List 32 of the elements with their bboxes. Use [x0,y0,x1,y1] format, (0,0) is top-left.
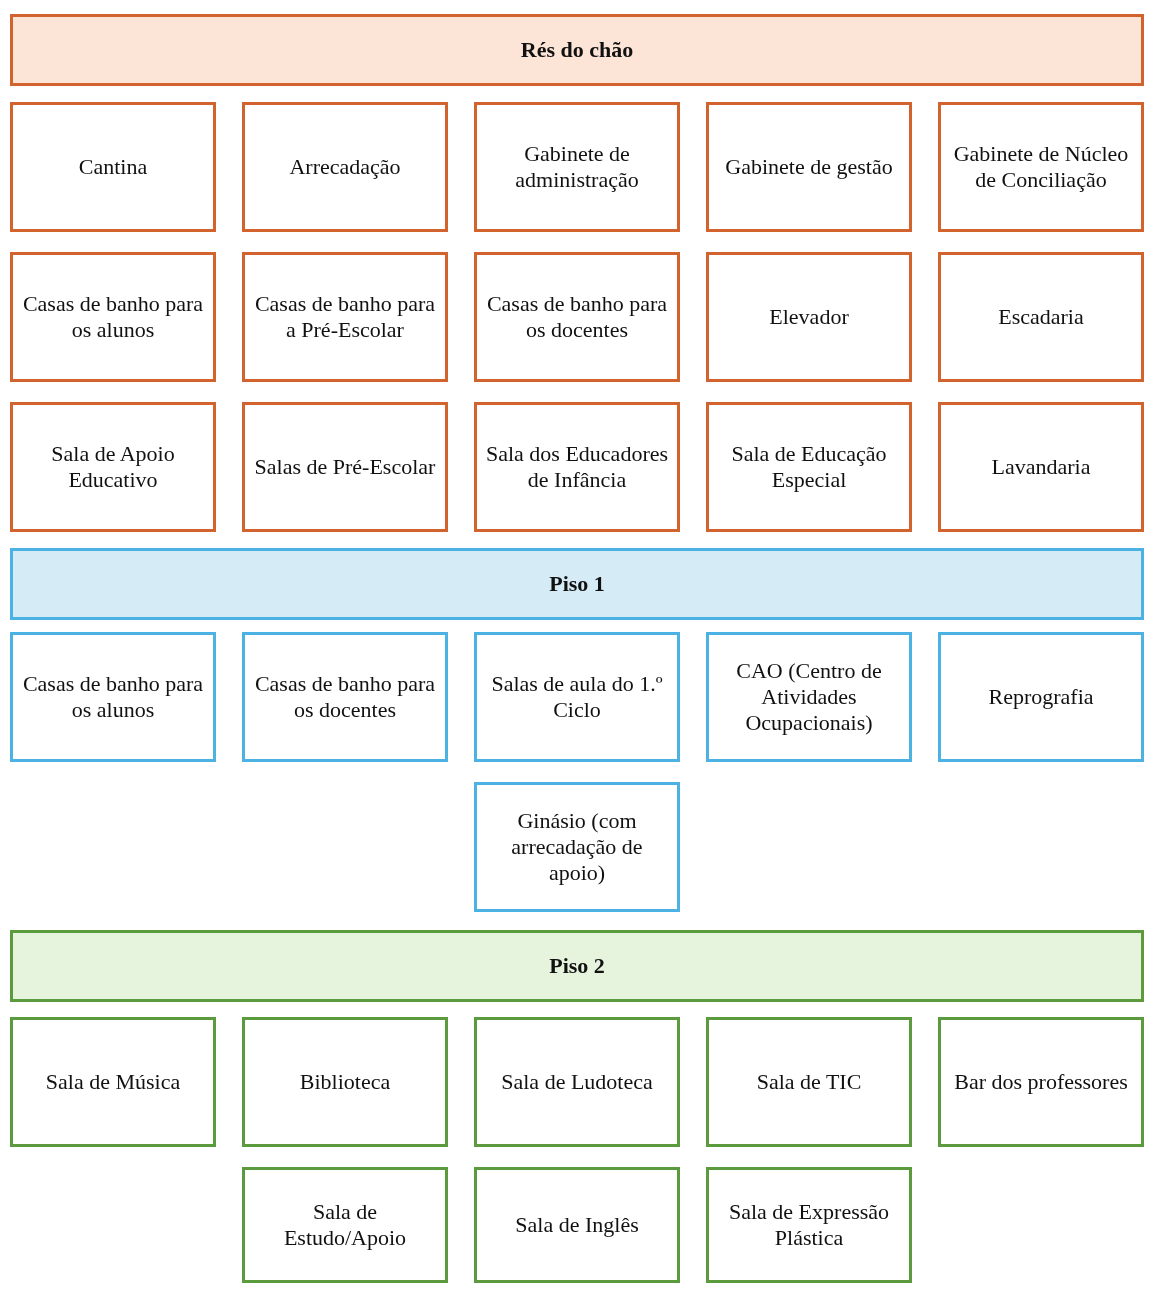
room-box: Sala de Ludoteca [474,1017,680,1147]
room-box: Lavandaria [938,402,1144,532]
room-box: Sala dos Educadores de Infância [474,402,680,532]
room-box: Arrecadação [242,102,448,232]
room-box: Sala de Música [10,1017,216,1147]
room-box: Casas de banho para os alunos [10,252,216,382]
room-box: Casas de banho para os docentes [474,252,680,382]
floor-header-band: Rés do chão [10,14,1144,86]
room-box: Sala de TIC [706,1017,912,1147]
room-box: Casas de banho para a Pré-Escolar [242,252,448,382]
room-box: Gabinete de Núcleo de Conciliação [938,102,1144,232]
room-box: Sala de Estudo/Apoio [242,1167,448,1283]
room-box: Salas de aula do 1.º Ciclo [474,632,680,762]
room-box: Sala de Expressão Plástica [706,1167,912,1283]
room-box: CAO (Centro de Atividades Ocupacionais) [706,632,912,762]
room-box: Salas de Pré-Escolar [242,402,448,532]
room-box: Casas de banho para os docentes [242,632,448,762]
room-box: Bar dos professores [938,1017,1144,1147]
room-box: Gabinete de administração [474,102,680,232]
room-box: Sala de Educação Especial [706,402,912,532]
room-box: Biblioteca [242,1017,448,1147]
room-box: Escadaria [938,252,1144,382]
room-box: Cantina [10,102,216,232]
room-box: Elevador [706,252,912,382]
room-box: Sala de Inglês [474,1167,680,1283]
room-box: Reprografia [938,632,1144,762]
room-box: Sala de Apoio Educativo [10,402,216,532]
floor-header-band: Piso 2 [10,930,1144,1002]
room-box: Casas de banho para os alunos [10,632,216,762]
room-box: Ginásio (com arrecadação de apoio) [474,782,680,912]
floor-header-band: Piso 1 [10,548,1144,620]
room-box: Gabinete de gestão [706,102,912,232]
